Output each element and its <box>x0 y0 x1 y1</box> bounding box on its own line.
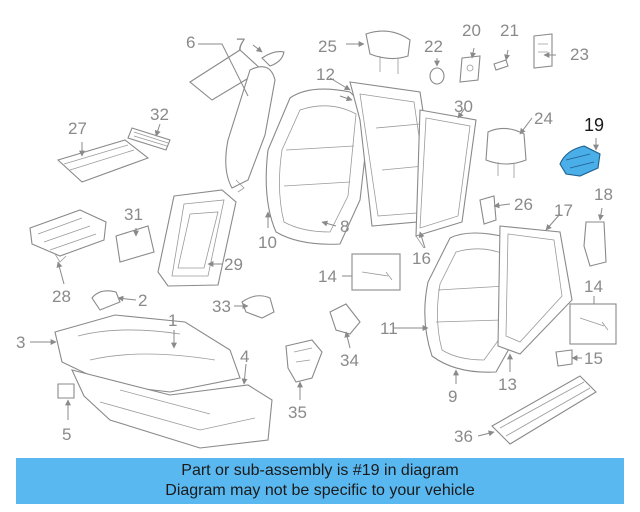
callout-17: 17 <box>554 201 573 220</box>
callout-15: 15 <box>584 349 603 368</box>
callout-36: 36 <box>454 427 473 446</box>
callout-25: 25 <box>318 37 337 56</box>
callout-26: 26 <box>514 195 533 214</box>
callout-4: 4 <box>240 347 249 366</box>
callout-33: 33 <box>212 297 231 316</box>
part-29-frame <box>157 189 237 287</box>
callout-22: 22 <box>424 37 443 56</box>
callout-35: 35 <box>288 403 307 422</box>
callout-3: 3 <box>16 333 25 352</box>
callout-29: 29 <box>224 255 243 274</box>
part-30-backboard <box>415 109 477 237</box>
banner-line-part-number: Part or sub-assembly is #19 in diagram <box>181 462 459 479</box>
part-25-headrest <box>365 30 411 60</box>
part-33-bracket <box>241 295 275 319</box>
callout-8: 8 <box>340 217 349 236</box>
callout-7: 7 <box>236 35 245 54</box>
part-10-backrest <box>265 88 371 245</box>
info-banner: Part or sub-assembly is #19 in diagram D… <box>16 458 624 504</box>
part-2-clip <box>91 290 121 311</box>
part-28-bracket <box>29 209 107 257</box>
part-27-pad <box>56 139 150 183</box>
part-7-clip <box>261 51 285 67</box>
part-18-bracket <box>583 221 607 267</box>
callout-9: 9 <box>448 387 457 406</box>
part-36-bag <box>491 375 597 445</box>
callout-12: 12 <box>316 65 335 84</box>
callout-11: 11 <box>380 319 398 338</box>
part-21-screw <box>493 59 509 71</box>
callout-19: 19 <box>584 115 604 135</box>
part-17-frame <box>497 225 573 355</box>
part-31-cap <box>115 225 155 263</box>
callout-14-lower: 14 <box>584 277 603 296</box>
banner-line-disclaimer: Diagram may not be specific to your vehi… <box>165 482 475 499</box>
callout-1: 1 <box>168 311 177 330</box>
callout-23: 23 <box>570 45 589 64</box>
callout-10: 10 <box>258 233 277 252</box>
callout-5: 5 <box>62 425 71 444</box>
part-24-headrest <box>485 127 527 165</box>
callout-31: 31 <box>124 205 143 224</box>
callout-13: 13 <box>498 375 517 394</box>
callout-14-upper: 14 <box>318 267 337 286</box>
callout-18: 18 <box>594 185 613 204</box>
callout-34: 34 <box>340 351 359 370</box>
callout-32: 32 <box>150 105 169 124</box>
callout-6: 6 <box>186 33 195 52</box>
part-1-cushion <box>54 314 241 393</box>
part-4-pad <box>71 369 273 449</box>
part-14-bolt-set-a <box>351 253 401 291</box>
part-15-button <box>555 349 573 367</box>
part-22-cap <box>429 67 445 85</box>
callout-numbers: 6 7 25 20 21 22 23 12 30 24 19 32 27 26 … <box>16 21 613 446</box>
callout-2: 2 <box>138 291 147 310</box>
part-5-clip <box>57 383 75 399</box>
part-34-bracket <box>329 303 361 335</box>
part-bolster-upper-left <box>225 66 276 189</box>
part-23-guide <box>533 33 553 69</box>
part-20-plate <box>459 55 481 83</box>
callout-24: 24 <box>534 109 553 128</box>
callout-30: 30 <box>454 97 473 116</box>
callout-27: 27 <box>68 119 87 138</box>
callout-28: 28 <box>52 287 71 306</box>
part-19-highlighted[interactable] <box>559 145 601 177</box>
callout-21: 21 <box>500 21 519 40</box>
callout-20: 20 <box>462 21 481 40</box>
part-14-bolt-set-b <box>569 303 617 345</box>
part-drawings <box>29 30 617 449</box>
part-26-bushing <box>479 195 497 225</box>
exploded-seat-diagram: 6 7 25 20 21 22 23 12 30 24 19 32 27 26 … <box>16 21 617 449</box>
callout-16: 16 <box>412 249 431 268</box>
leader-lines <box>30 41 604 437</box>
